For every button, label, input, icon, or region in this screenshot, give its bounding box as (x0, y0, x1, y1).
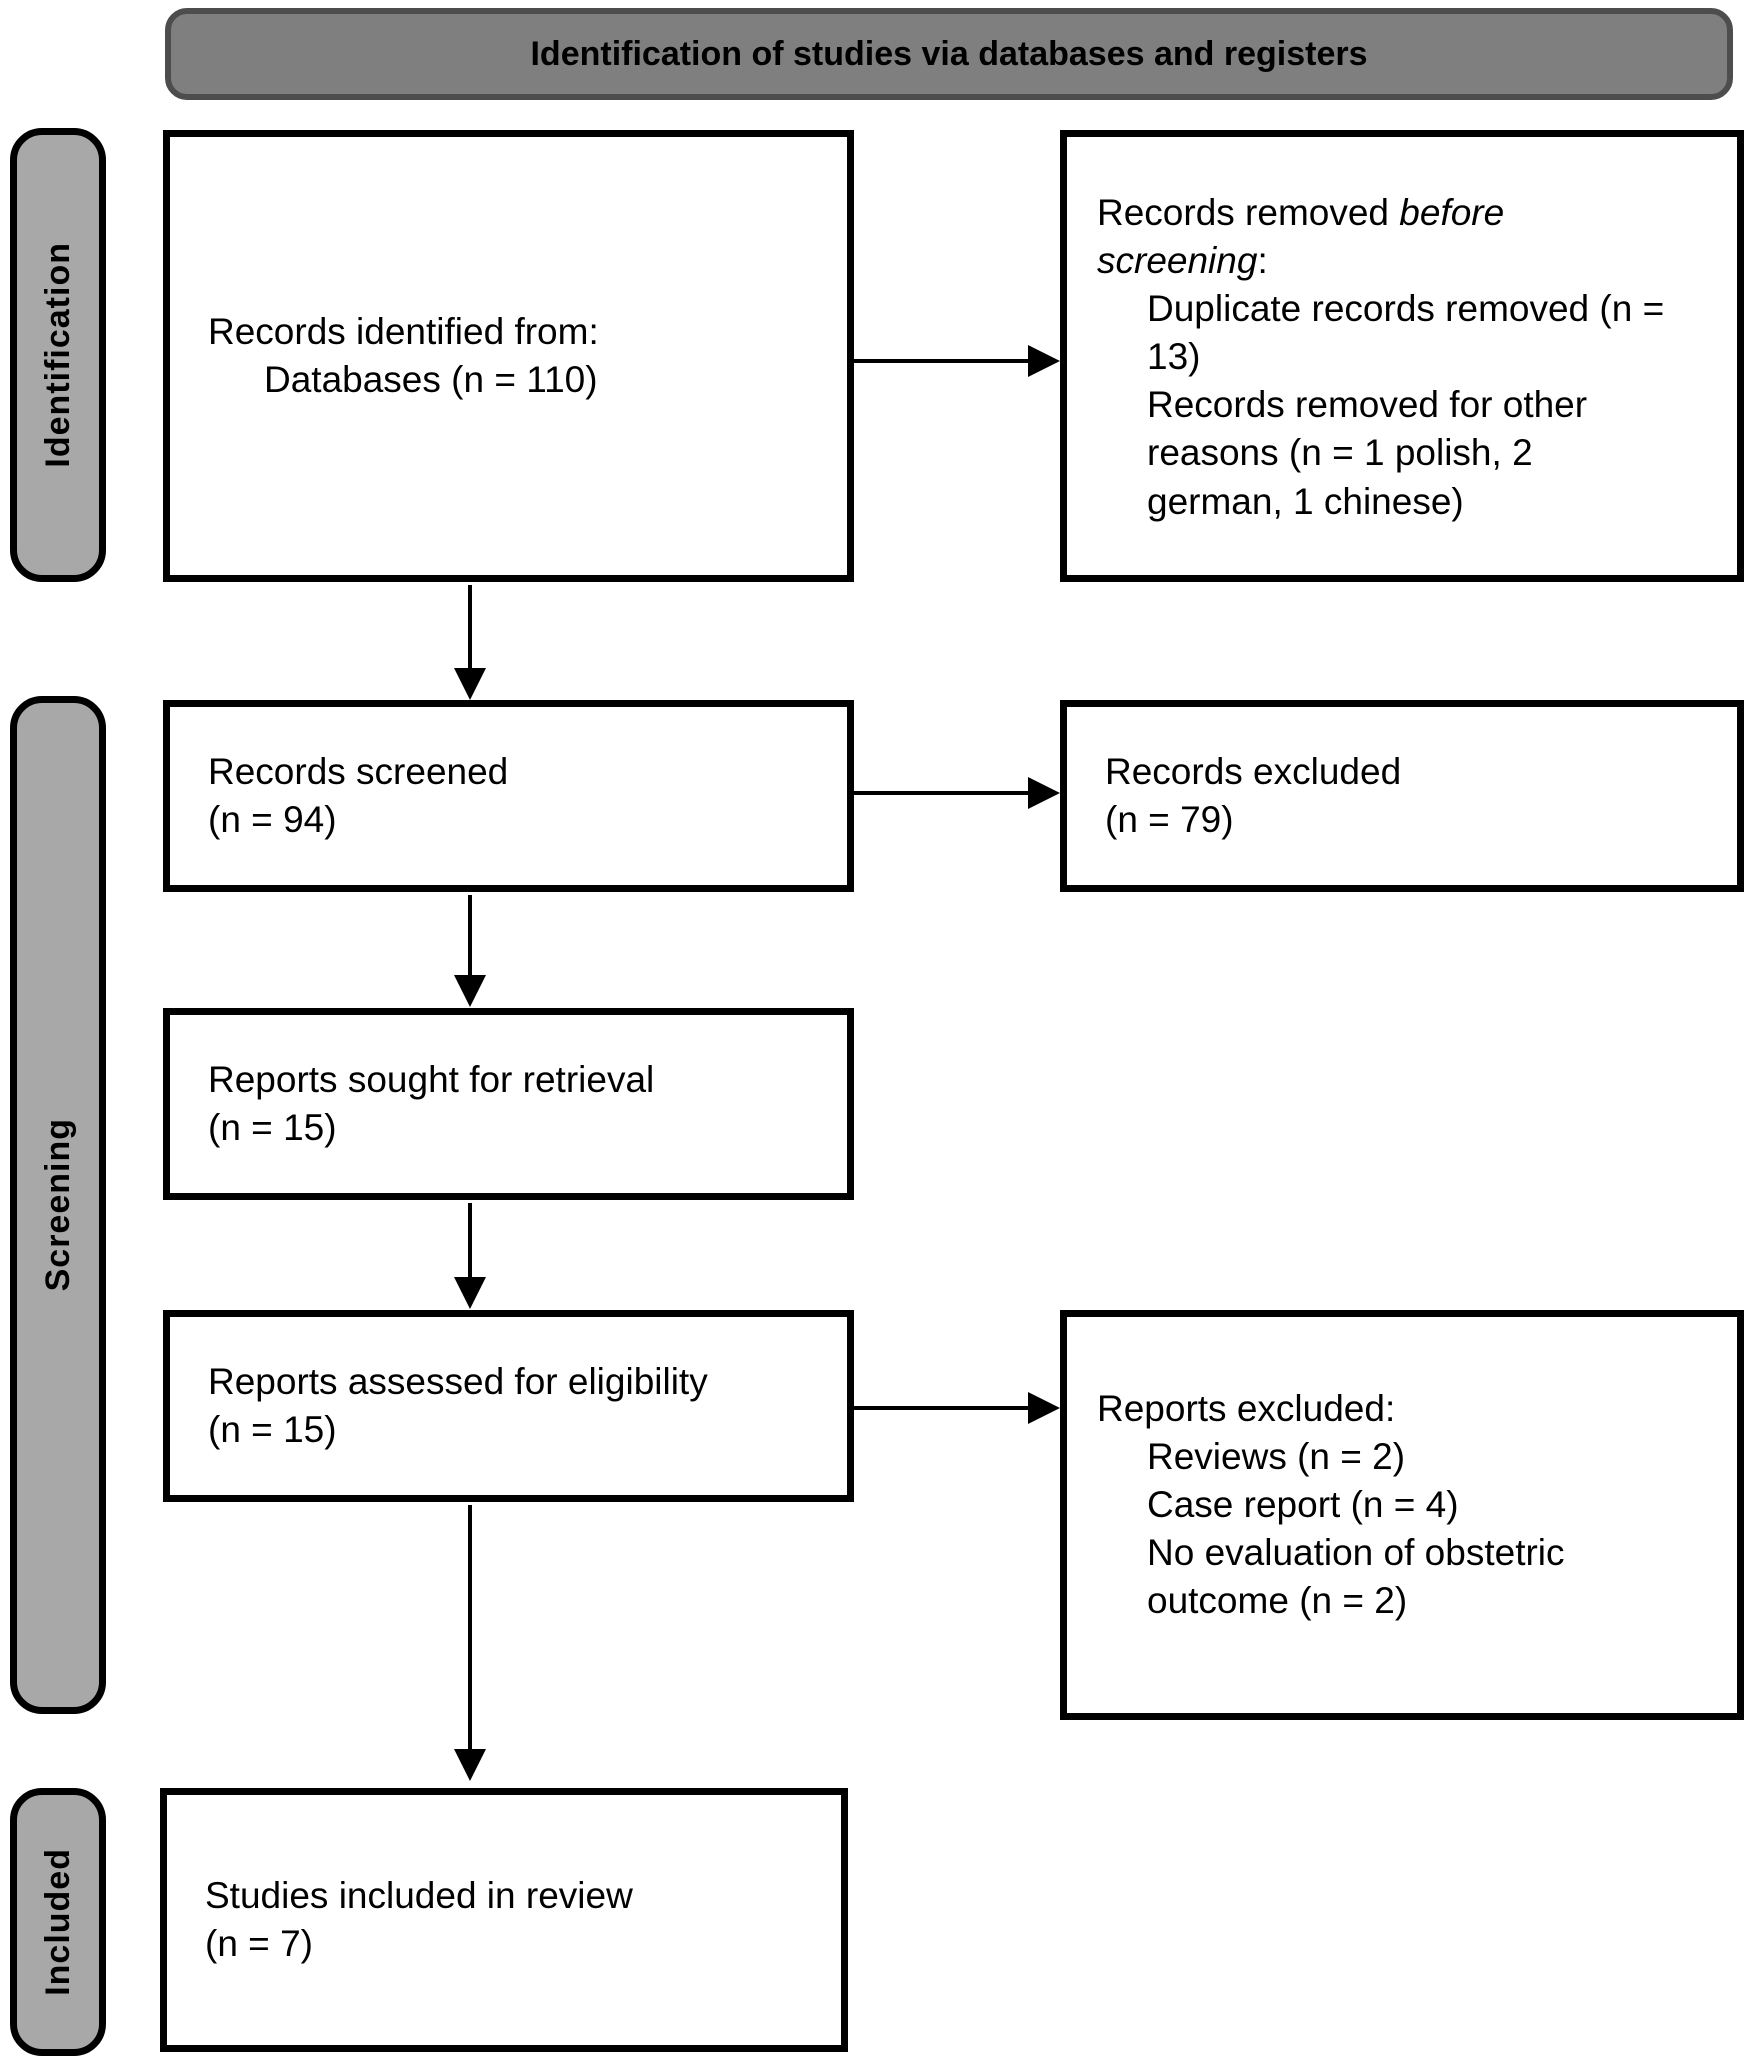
box-records-identified-line1: Records identified from: (208, 310, 599, 352)
stage-label-identification: Identification (38, 242, 77, 468)
arrow-identified-to-removed-line (851, 359, 1031, 363)
box-records-removed-intro: Records removed before screening: (1097, 189, 1662, 285)
reports-excluded-item-no-evaluation: No evaluation of obstetric outcome (n = … (1147, 1532, 1565, 1622)
box-reports-assessed-line1: Reports assessed for eligibility (208, 1360, 708, 1402)
arrow-assessed-to-included-line (468, 1505, 472, 1751)
records-removed-intro-italic: before screening (1097, 192, 1505, 282)
box-records-identified-line2: Databases (n = 110) (264, 359, 598, 400)
arrow-screened-to-sought-head (454, 975, 486, 1007)
box-studies-included-line1: Studies included in review (205, 1874, 633, 1916)
records-removed-intro-prefix: Records removed (1097, 192, 1400, 233)
records-removed-intro-suffix: : (1257, 240, 1268, 282)
arrow-assessed-to-reports-excluded-line (851, 1406, 1031, 1410)
stage-bar-identification: Identification (10, 128, 106, 582)
reports-excluded-item-reviews: Reviews (n = 2) (1147, 1436, 1406, 1478)
box-records-screened: Records screened (n = 94) (163, 700, 854, 892)
box-records-excluded-line2: (n = 79) (1105, 799, 1234, 840)
box-studies-included-line2: (n = 7) (205, 1923, 313, 1964)
box-records-identified: Records identified from: Databases (n = … (163, 130, 854, 582)
box-reports-sought: Reports sought for retrieval (n = 15) (163, 1008, 854, 1200)
arrow-assessed-to-reports-excluded-head (1028, 1392, 1060, 1424)
stage-label-screening: Screening (38, 1118, 77, 1292)
box-reports-excluded-intro: Reports excluded: (1097, 1388, 1396, 1429)
stage-label-included: Included (38, 1848, 77, 1996)
diagram-title: Identification of studies via databases … (530, 34, 1368, 73)
arrow-screened-to-sought-line (468, 895, 472, 977)
arrow-screened-to-excluded-line (851, 791, 1031, 795)
box-records-screened-line1: Records screened (208, 750, 509, 792)
arrow-screened-to-excluded-head (1028, 777, 1060, 809)
box-records-screened-line2: (n = 94) (208, 799, 337, 840)
box-reports-excluded: Reports excluded: Reviews (n = 2) Case r… (1060, 1310, 1744, 1720)
arrow-assessed-to-included-head (454, 1749, 486, 1781)
arrow-sought-to-assessed-head (454, 1277, 486, 1309)
diagram-title-banner: Identification of studies via databases … (165, 8, 1733, 100)
box-reports-sought-line2: (n = 15) (208, 1107, 337, 1148)
records-removed-item-duplicates: Duplicate records removed (n = 13) (1147, 288, 1665, 378)
arrow-identified-to-removed-head (1028, 345, 1060, 377)
stage-bar-included: Included (10, 1788, 106, 2056)
box-reports-assessed: Reports assessed for eligibility (n = 15… (163, 1310, 854, 1502)
arrow-identified-to-screened-line (468, 585, 472, 673)
box-records-excluded: Records excluded (n = 79) (1060, 700, 1744, 892)
box-records-excluded-line1: Records excluded (1105, 750, 1402, 792)
box-studies-included: Studies included in review (n = 7) (160, 1788, 848, 2052)
box-reports-assessed-line2: (n = 15) (208, 1409, 337, 1450)
records-removed-item-other-reasons: Records removed for other reasons (n = 1… (1147, 384, 1588, 522)
box-reports-sought-line1: Reports sought for retrieval (208, 1058, 655, 1100)
arrow-identified-to-screened-head (454, 668, 486, 700)
arrow-sought-to-assessed-line (468, 1203, 472, 1279)
reports-excluded-item-case-report: Case report (n = 4) (1147, 1484, 1459, 1526)
box-records-removed: Records removed before screening: Duplic… (1060, 130, 1744, 582)
stage-bar-screening: Screening (10, 696, 106, 1714)
